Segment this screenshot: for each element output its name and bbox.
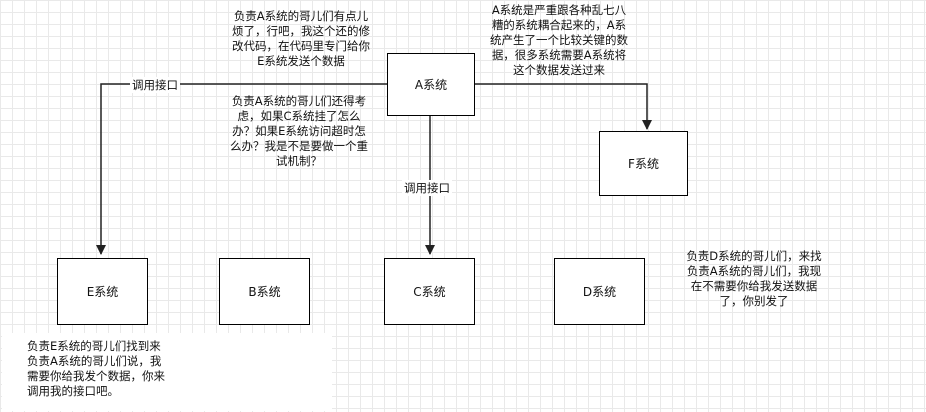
note-line: 这个数据发送过来 xyxy=(513,63,605,77)
note-line: 在不需要你给我发送数据 xyxy=(690,279,818,293)
node-b-label: B系统 xyxy=(248,285,281,299)
node-e-system[interactable]: E系统 xyxy=(57,258,148,325)
node-f-system[interactable]: F系统 xyxy=(599,131,688,196)
node-c-system[interactable]: C系统 xyxy=(384,258,475,325)
edge-a-to-f xyxy=(475,83,652,130)
note-middle: 负责A系统的哥儿们还得考 虑，如果C系统挂了怎么 办？如果E系统访问超时怎 么办… xyxy=(221,94,377,169)
note-top-right: A系统是严重跟各种乱七八 糟的系统耦合起来的，A系 统产生了一个比较关键的数 据… xyxy=(484,3,634,78)
note-line: 负责E系统的哥儿们找到来 xyxy=(27,339,161,353)
note-bottom-left: 负责E系统的哥儿们找到来 负责A系统的哥儿们说，我 需要你给我发个数据，你来 调… xyxy=(27,339,187,399)
note-line: A系统是严重跟各种乱七八 xyxy=(491,3,627,17)
note-line: 负责A系统的哥儿们，我现 xyxy=(686,264,822,278)
note-bottom-left-background xyxy=(2,333,332,411)
edge-a-to-e xyxy=(96,83,387,255)
note-right: 负责D系统的哥儿们，来找 负责A系统的哥儿们，我现 在不需要你给我发送数据 了，… xyxy=(681,249,827,309)
edge-label-a-to-e: 调用接口 xyxy=(130,77,180,93)
node-a-system[interactable]: A系统 xyxy=(387,53,475,116)
node-b-system[interactable]: B系统 xyxy=(219,258,310,325)
note-line: E系统发送个数据 xyxy=(257,54,345,68)
note-top-left: 负责A系统的哥儿们有点儿 烦了，行吧，我这个还的修 改代码，在代码里专门给你 E… xyxy=(226,9,376,69)
note-line: 统产生了一个比较关键的数 xyxy=(490,33,628,47)
note-line: 需要你给我发个数据，你来 xyxy=(27,369,165,383)
note-line: 改代码，在代码里专门给你 xyxy=(232,39,370,53)
node-d-label: D系统 xyxy=(582,285,617,299)
node-e-label: E系统 xyxy=(86,285,119,299)
note-line: 了，你别发了 xyxy=(719,294,789,308)
note-line: 负责D系统的哥儿们，来找 xyxy=(686,249,822,263)
note-line: 负责A系统的哥儿们有点儿 xyxy=(233,9,369,23)
note-line: 么办？我是不是要做一个重 xyxy=(230,139,368,153)
note-line: 虑，如果C系统挂了怎么 xyxy=(237,109,361,123)
note-line: 办？如果E系统访问超时怎 xyxy=(232,124,366,138)
node-f-label: F系统 xyxy=(628,157,659,171)
note-line: 调用我的接口吧。 xyxy=(27,384,119,398)
node-a-label: A系统 xyxy=(414,78,448,92)
note-line: 烦了，行吧，我这个还的修 xyxy=(232,24,370,38)
note-line: 据，很多系统需要A系统将 xyxy=(491,48,627,62)
node-d-system[interactable]: D系统 xyxy=(554,258,645,325)
note-line: 试机制？ xyxy=(276,154,322,168)
note-line: 负责A系统的哥儿们说，我 xyxy=(27,354,162,368)
node-c-label: C系统 xyxy=(413,285,446,299)
note-line: 负责A系统的哥儿们还得考 xyxy=(231,94,367,108)
note-line: 糟的系统耦合起来的，A系 xyxy=(491,18,627,32)
edge-label-a-to-c: 调用接口 xyxy=(402,180,452,196)
